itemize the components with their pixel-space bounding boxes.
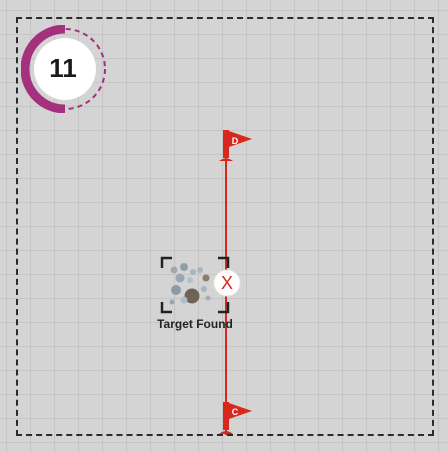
countdown-value: 11 — [49, 53, 77, 83]
rock-cluster-icon — [160, 256, 230, 314]
flag-c-icon[interactable]: C — [219, 402, 252, 434]
target-found-label: Target Found — [157, 317, 233, 331]
target-found-marker[interactable] — [160, 256, 230, 314]
timer-ring-icon — [21, 25, 106, 113]
flag-d-icon[interactable]: D — [219, 130, 252, 161]
countdown-timer: 11 — [21, 25, 109, 113]
x-mark-icon[interactable]: X — [212, 268, 242, 298]
marker-letter: X — [221, 273, 233, 293]
flag-c-letter: C — [232, 407, 239, 417]
flag-d-letter: D — [232, 136, 239, 146]
